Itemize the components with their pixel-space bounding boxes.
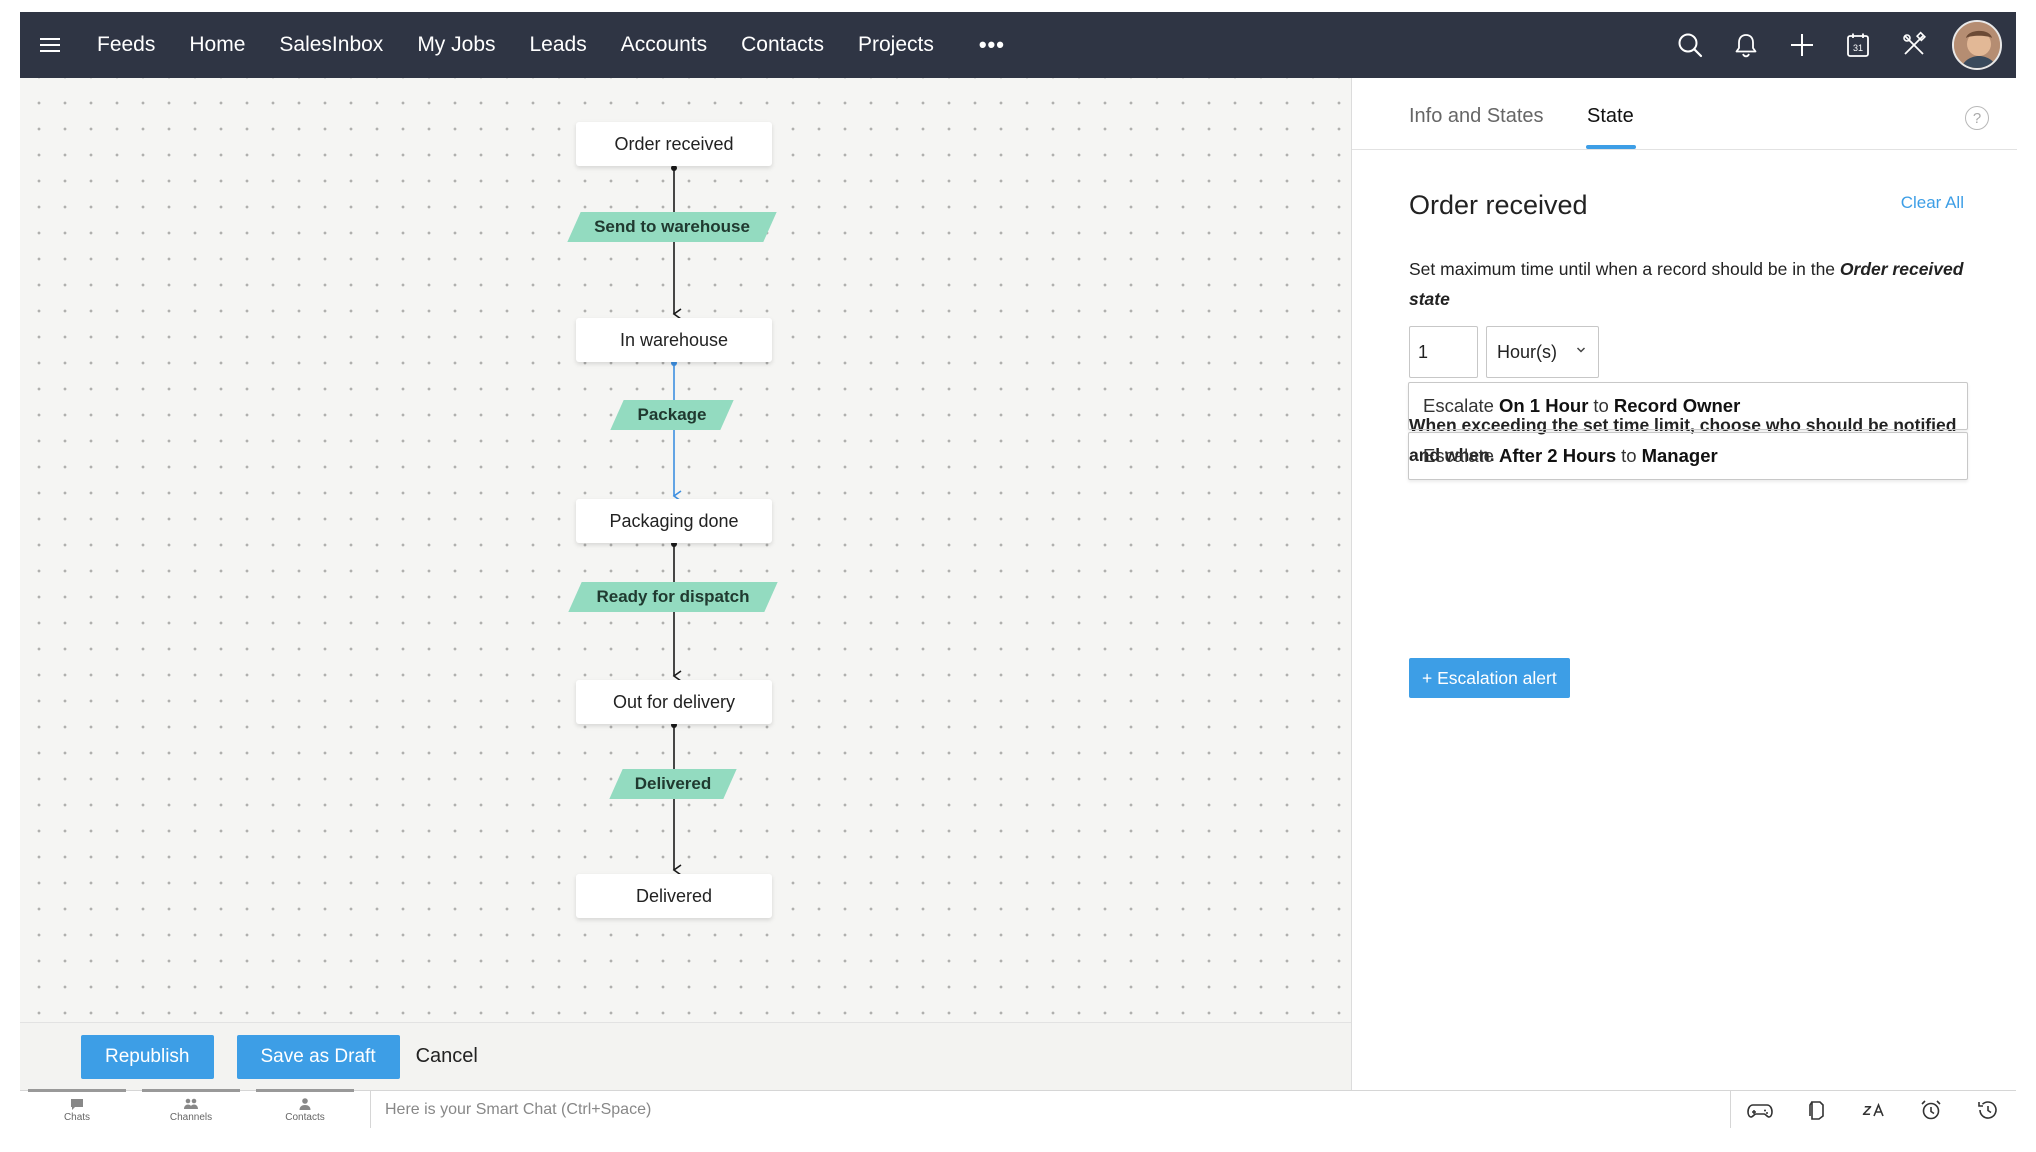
nav-item-my-jobs[interactable]: My Jobs bbox=[417, 33, 496, 56]
panel-state-title: Order received bbox=[1409, 190, 1588, 220]
state-settings-panel: Info and States State ? Order received C… bbox=[1351, 78, 2017, 1090]
rule-who: Manager bbox=[1641, 445, 1718, 466]
transition-ready-for-dispatch[interactable]: Ready for dispatch bbox=[568, 582, 778, 612]
nav-item-contacts[interactable]: Contacts bbox=[741, 33, 824, 56]
rule-connector: to bbox=[1593, 395, 1609, 416]
state-box-delivered[interactable]: Delivered bbox=[576, 874, 772, 918]
transition-label: Package bbox=[637, 405, 707, 424]
rule-when: On 1 Hour bbox=[1498, 395, 1589, 416]
help-icon[interactable]: ? bbox=[1965, 106, 1989, 130]
tab-indicator bbox=[142, 1089, 240, 1092]
group-icon bbox=[184, 1098, 198, 1109]
transition-label: Ready for dispatch bbox=[596, 587, 750, 606]
nav-item-home[interactable]: Home bbox=[189, 33, 246, 56]
transition-send-to-warehouse[interactable]: Send to warehouse bbox=[567, 212, 777, 242]
state-box-packaging-done[interactable]: Packaging done bbox=[576, 499, 772, 543]
footer-tab-label: Chats bbox=[63, 1111, 91, 1123]
time-limit-description: Set maximum time until when a record sho… bbox=[1409, 254, 1969, 314]
chevron-down-icon bbox=[1576, 347, 1586, 353]
more-menu-icon[interactable]: ••• bbox=[978, 32, 1005, 57]
blueprint-action-bar: Republish Save as Draft Cancel bbox=[20, 1022, 1351, 1090]
transition-package[interactable]: Package bbox=[610, 400, 734, 430]
rule-prefix: Escalate bbox=[1423, 395, 1494, 416]
calendar-day-text: 31 bbox=[1853, 43, 1863, 53]
nav-item-feeds[interactable]: Feeds bbox=[97, 33, 156, 56]
footer-tab-label: Channels bbox=[169, 1111, 213, 1123]
republish-button[interactable]: Republish bbox=[81, 1034, 214, 1079]
footer-tab-channels[interactable]: Channels bbox=[134, 1089, 248, 1128]
nav-item-projects[interactable]: Projects bbox=[857, 33, 934, 56]
alarm-icon[interactable] bbox=[1902, 1091, 1959, 1128]
rule-who: Record Owner bbox=[1613, 395, 1741, 416]
tools-icon[interactable] bbox=[1886, 12, 1942, 78]
notify-instructions: When exceeding the set time limit, choos… bbox=[1409, 415, 1957, 465]
translate-icon[interactable]: Z bbox=[1845, 1091, 1902, 1128]
nav-item-accounts[interactable]: Accounts bbox=[620, 33, 708, 56]
description-text: Set maximum time until when a record sho… bbox=[1409, 259, 1840, 279]
footer-tab-chats[interactable]: Chats bbox=[20, 1089, 134, 1128]
gamepad-icon[interactable] bbox=[1731, 1091, 1788, 1128]
transition-label: Send to warehouse bbox=[594, 217, 750, 236]
rule-prefix: Escalate bbox=[1423, 445, 1494, 466]
user-avatar[interactable] bbox=[1952, 20, 2002, 70]
footer-utility-icons: Z bbox=[1730, 1091, 2016, 1128]
notes-icon[interactable] bbox=[1788, 1091, 1845, 1128]
footer-tab-label: Contacts bbox=[285, 1111, 325, 1123]
tab-indicator bbox=[256, 1089, 354, 1092]
footer-tab-contacts[interactable]: Contacts bbox=[248, 1089, 362, 1128]
active-tab-indicator bbox=[1586, 145, 1636, 149]
smart-chat-bar: Chats Channels Contacts Here is your Sma… bbox=[20, 1089, 2016, 1128]
chat-bubble-icon bbox=[71, 1098, 83, 1110]
add-escalation-alert-button[interactable]: + Escalation alert bbox=[1409, 658, 1570, 698]
state-box-in-warehouse[interactable]: In warehouse bbox=[576, 318, 772, 362]
bell-icon[interactable] bbox=[1718, 12, 1774, 78]
history-icon[interactable] bbox=[1959, 1091, 2016, 1128]
nav-right-actions: 31 bbox=[1662, 12, 2002, 78]
rule-connector: to bbox=[1621, 445, 1637, 466]
escalation-rule[interactable]: Escalate After 2 Hours to Manager bbox=[1408, 432, 1968, 480]
time-unit-dropdown[interactable]: Hour(s) bbox=[1486, 326, 1599, 378]
nav-item-leads[interactable]: Leads bbox=[529, 33, 587, 56]
search-icon[interactable] bbox=[1662, 12, 1718, 78]
tab-state[interactable]: State bbox=[1587, 105, 1634, 127]
top-navigation-bar: Feeds Home SalesInbox My Jobs Leads Acco… bbox=[20, 12, 2016, 78]
escalation-rule[interactable]: Escalate On 1 Hour to Record Owner bbox=[1408, 382, 1968, 430]
tab-indicator bbox=[28, 1089, 126, 1092]
svg-text:Z: Z bbox=[1862, 1103, 1872, 1118]
description-state-name: Order received state bbox=[1409, 259, 1964, 309]
cancel-button[interactable]: Cancel bbox=[415, 1045, 478, 1067]
clear-all-link[interactable]: Clear All bbox=[1900, 193, 1964, 212]
person-icon bbox=[299, 1097, 311, 1110]
plus-icon[interactable] bbox=[1774, 12, 1830, 78]
time-value-input[interactable] bbox=[1409, 326, 1478, 378]
nav-item-salesinbox[interactable]: SalesInbox bbox=[279, 33, 384, 56]
panel-tabs: Info and States State ? bbox=[1352, 78, 2017, 150]
transition-label: Delivered bbox=[634, 774, 712, 793]
rule-when: After 2 Hours bbox=[1498, 445, 1617, 466]
tab-info-and-states[interactable]: Info and States bbox=[1409, 105, 1544, 127]
save-as-draft-button[interactable]: Save as Draft bbox=[236, 1034, 400, 1079]
blueprint-canvas[interactable]: Order received Send to warehouse In ware… bbox=[20, 78, 1351, 1022]
time-unit-value: Hour(s) bbox=[1497, 341, 1558, 362]
calendar-icon[interactable]: 31 bbox=[1830, 12, 1886, 78]
state-box-order-received[interactable]: Order received bbox=[576, 122, 772, 166]
hamburger-menu-icon[interactable] bbox=[20, 12, 80, 78]
smart-chat-input[interactable]: Here is your Smart Chat (Ctrl+Space) bbox=[370, 1091, 1730, 1128]
state-box-out-for-delivery[interactable]: Out for delivery bbox=[576, 680, 772, 724]
transition-delivered[interactable]: Delivered bbox=[609, 769, 737, 799]
